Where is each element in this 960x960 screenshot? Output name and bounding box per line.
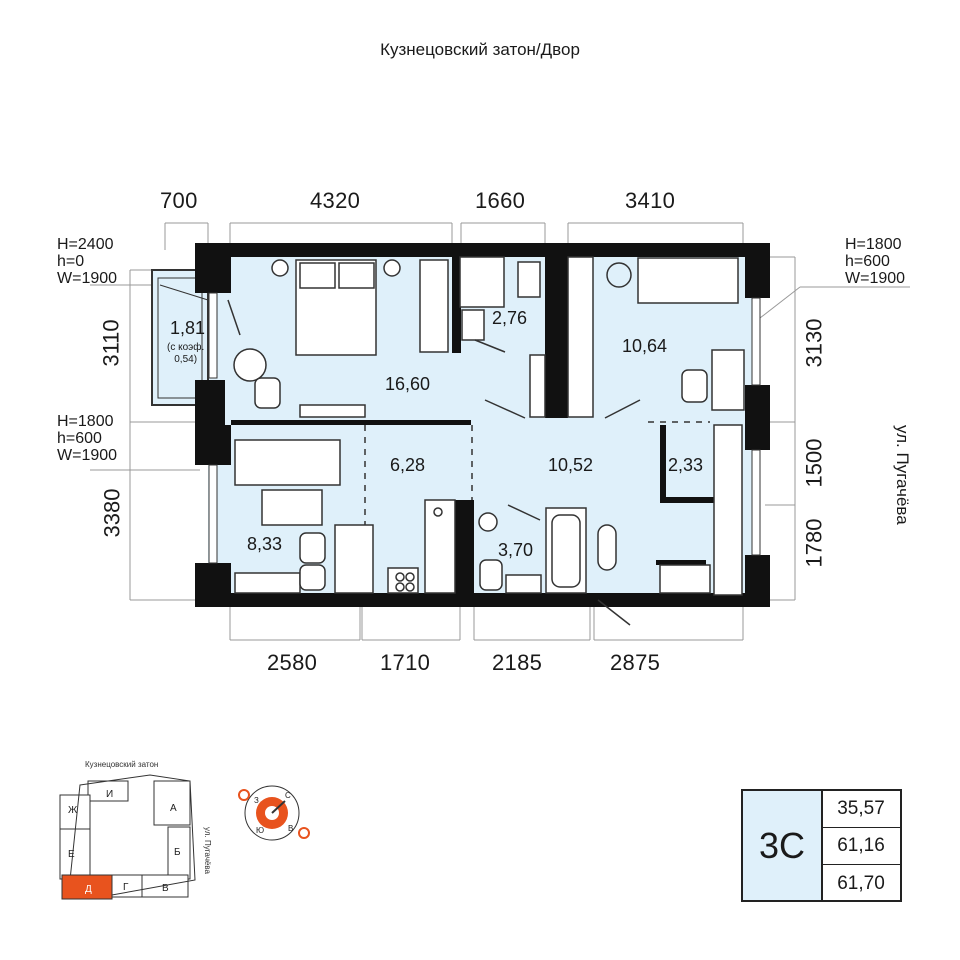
apartment-code: 3С xyxy=(741,789,823,902)
sunset-icon xyxy=(298,827,310,839)
compass-s: Ю xyxy=(256,826,264,835)
room-area-bath: 3,70 xyxy=(498,540,534,560)
balcony-note: (с коэф. 0,54) xyxy=(167,342,205,365)
sunrise-icon xyxy=(238,789,250,801)
windows xyxy=(208,292,761,564)
key-section-a: А xyxy=(170,803,177,814)
area-total-value: 61,16 xyxy=(822,828,900,865)
compass: З С Ю В xyxy=(238,785,310,841)
area-living-value: 35,57 xyxy=(822,791,900,828)
room-area-closet: 2,33 xyxy=(668,455,704,475)
room-area-right: 10,64 xyxy=(622,336,668,356)
dim-top-1: 700 xyxy=(160,188,198,213)
furniture xyxy=(233,256,745,596)
key-plan-title: Кузнецовский затон xyxy=(85,760,158,769)
room-area-bath-small: 2,76 xyxy=(492,308,528,328)
compass-e: В xyxy=(288,824,293,833)
window-spec-left-bottom: H=1800 h=600 W=1900 xyxy=(57,413,118,464)
room-area-bedroom: 16,60 xyxy=(385,374,431,394)
dim-top-2: 4320 xyxy=(310,188,361,213)
dim-left-1: 3110 xyxy=(98,319,124,367)
walls xyxy=(195,243,770,607)
zone-separators xyxy=(364,421,710,525)
areas-table: 35,57 61,16 61,70 xyxy=(822,789,902,902)
key-section-zh: Ж xyxy=(68,805,78,816)
dim-bottom-1: 2580 xyxy=(267,650,318,675)
compass-w: З xyxy=(254,796,259,805)
dim-left-2: 3380 xyxy=(99,488,125,538)
key-section-g: Г xyxy=(123,882,129,893)
dim-right-3: 1780 xyxy=(801,518,827,568)
dim-bottom-2: 1710 xyxy=(380,650,431,675)
room-area-hall: 10,52 xyxy=(548,455,594,475)
balcony-area: 1,81 xyxy=(170,318,206,338)
page-title: Кузнецовский затон/Двор xyxy=(380,40,580,59)
key-plan-highlight xyxy=(61,874,113,900)
dim-top-3: 1660 xyxy=(475,188,526,213)
key-section-e: Е xyxy=(68,849,75,860)
key-plan: Кузнецовский затон Ж И А Е Б Д Г В ул. П… xyxy=(59,760,212,900)
window-spec-right: H=1800 h=600 W=1900 xyxy=(845,236,906,287)
dim-right-2: 1500 xyxy=(801,438,827,488)
dim-top-4: 3410 xyxy=(625,188,676,213)
key-plan-street: ул. Пугачёва xyxy=(203,827,212,874)
room-area-kitchen: 6,28 xyxy=(390,455,426,475)
key-section-b: Б xyxy=(174,847,181,858)
street-label: ул. Пугачёва xyxy=(893,425,912,525)
room-area-living: 8,33 xyxy=(247,534,283,554)
key-section-v: В xyxy=(162,883,169,894)
key-section-d: Д xyxy=(85,884,92,895)
dim-bottom-3: 2185 xyxy=(492,650,543,675)
window-spec-left-top: H=2400 h=0 W=1900 xyxy=(57,236,118,287)
dim-right-1: 3130 xyxy=(801,318,827,368)
area-total-with-balcony-value: 61,70 xyxy=(837,872,885,894)
key-section-i: И xyxy=(106,789,113,800)
doors xyxy=(227,299,641,626)
dim-bottom-4: 2875 xyxy=(610,650,661,675)
compass-n: С xyxy=(285,791,291,800)
